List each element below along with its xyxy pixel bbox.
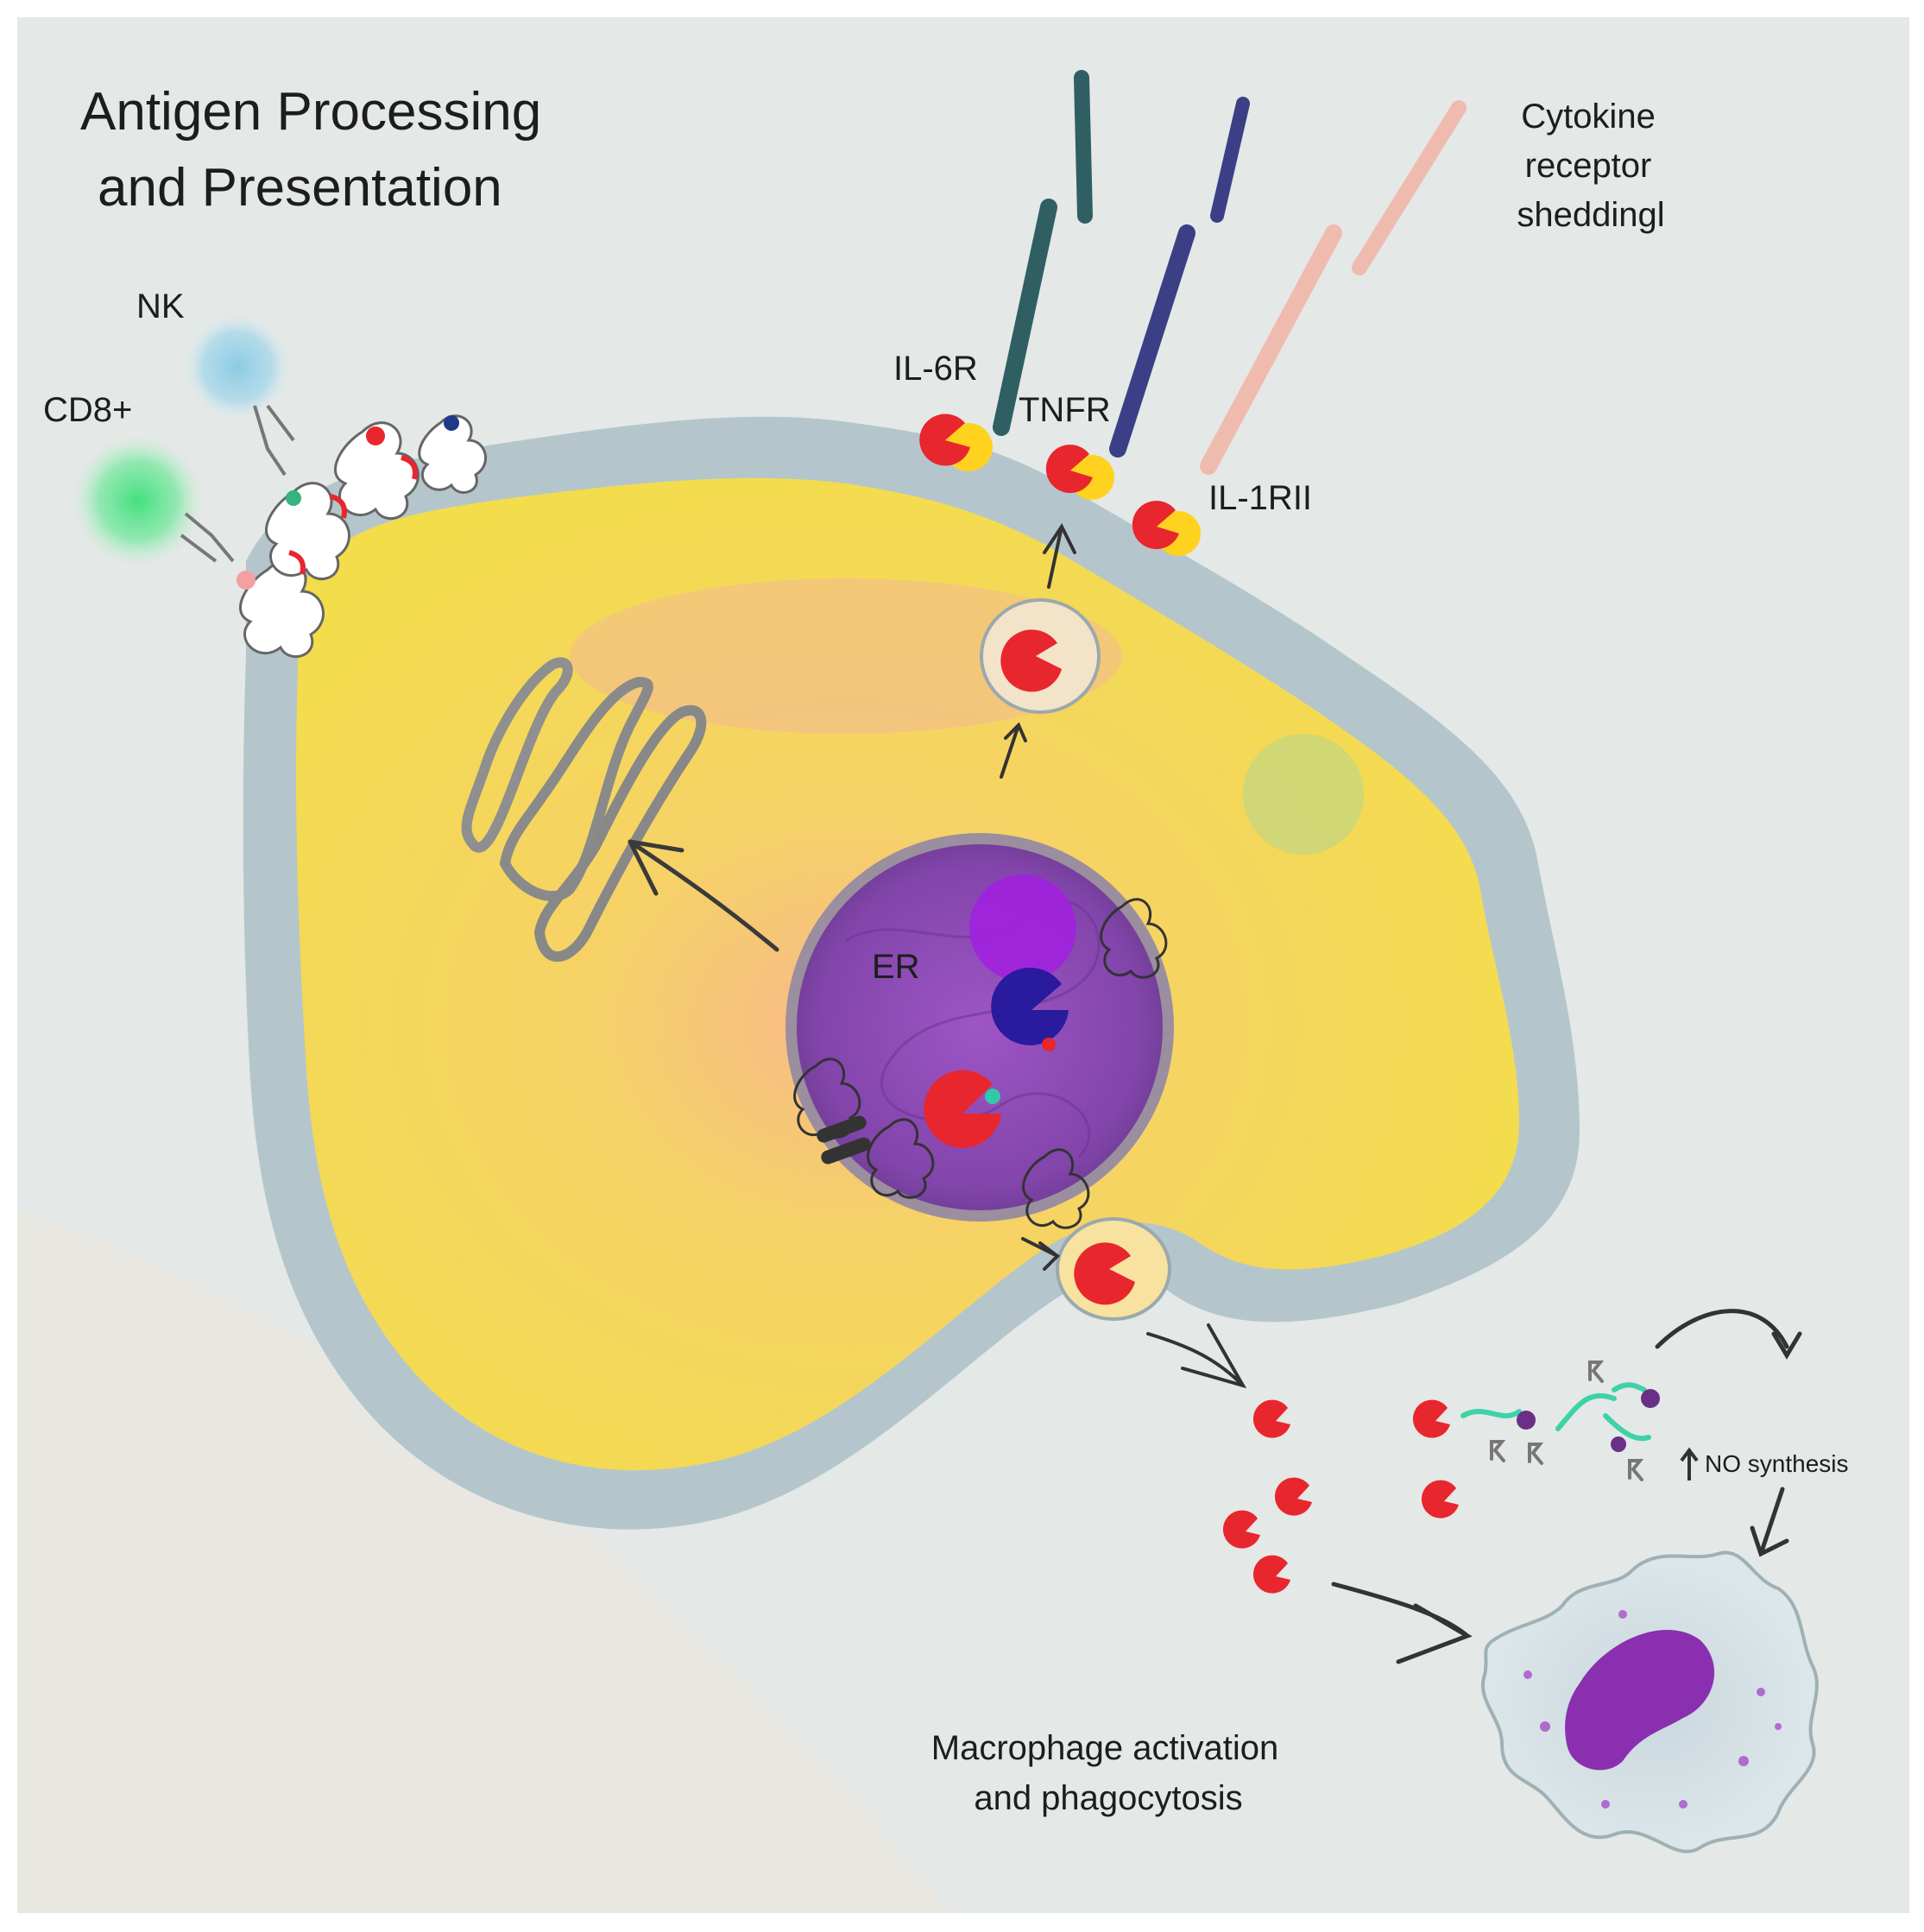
arrow-out-of-cell	[1146, 1323, 1247, 1389]
no-synthesis: NO synthesis	[1680, 1447, 1849, 1481]
il6r-fragment-2	[1074, 70, 1093, 224]
il1rii-receptor	[1132, 501, 1201, 556]
tcr-lines	[180, 404, 295, 563]
cytokine-chains	[1460, 1382, 1651, 1442]
mhc-red-accent-1	[401, 455, 418, 480]
red-dot	[1042, 1038, 1056, 1051]
curved-arrow	[1655, 1309, 1802, 1360]
il1rii-fragment-2	[1352, 100, 1467, 275]
peptide-blue	[444, 415, 459, 431]
tnfr-receptor	[1045, 445, 1114, 500]
paper-wash	[17, 1209, 949, 1913]
small-arrows	[1000, 523, 1247, 1389]
mhc-complex-2	[265, 482, 350, 581]
nk-cell	[184, 313, 291, 420]
pink-blush	[570, 578, 1122, 734]
mhc-complex-3	[334, 421, 419, 521]
nucleolus	[969, 874, 1076, 982]
shedding-line-3: sheddingl	[1517, 196, 1664, 234]
mhc-complex-4	[418, 414, 487, 494]
secreted-protein-2	[1274, 1477, 1312, 1516]
cyan-dot	[985, 1089, 1000, 1104]
vesicle-lower-protein	[1074, 1242, 1135, 1305]
peptide-red-1	[366, 426, 385, 445]
title-line-2: and Presentation	[98, 158, 502, 218]
membrane-receptors	[919, 414, 1201, 556]
il6r-label: IL-6R	[893, 350, 978, 388]
green-blush	[1243, 734, 1364, 855]
cd8-label: CD8+	[43, 391, 132, 429]
secreted-protein-6	[1421, 1480, 1459, 1518]
tnfr-fragment-1	[1109, 224, 1195, 458]
mhc-red-accent-3	[288, 550, 306, 575]
secreted-protein-3	[1222, 1510, 1260, 1549]
tap-channel-2	[821, 1137, 871, 1165]
labels: Antigen Processing and Presentation NK C…	[43, 82, 1665, 1817]
red-protein-nucleus	[924, 1070, 1001, 1148]
arrow-to-golgi	[628, 839, 779, 952]
macrophage-nucleus	[1565, 1630, 1715, 1771]
mhc-outline-1	[1100, 898, 1168, 979]
cytokine-dots	[1517, 1389, 1660, 1452]
golgi-apparatus	[461, 657, 707, 963]
peptide-green	[286, 490, 301, 506]
nucleus: ER	[785, 833, 1174, 1229]
macrophage-granules	[1523, 1610, 1782, 1809]
arrow-down-macrophage	[1750, 1487, 1789, 1557]
secreted-protein-1	[1252, 1399, 1290, 1438]
blue-protein	[991, 967, 1069, 1045]
vesicle-lower	[1056, 1217, 1171, 1321]
cd8-cell	[73, 436, 203, 565]
il6r-receptor	[919, 414, 993, 471]
shedding-line-2: receptor	[1525, 147, 1652, 185]
r-glyphs	[1490, 1361, 1644, 1481]
il1rii-fragment-1	[1200, 224, 1342, 475]
shed-fragments	[993, 70, 1467, 475]
mhc-complex-1	[239, 559, 325, 659]
immune-cells	[73, 313, 487, 659]
il6r-fragment-1	[993, 199, 1057, 436]
title-line-1: Antigen Processing	[80, 82, 541, 142]
secreted-protein-4	[1252, 1555, 1290, 1594]
er-label: ER	[872, 948, 920, 986]
no-synthesis-label: NO synthesis	[1705, 1450, 1849, 1477]
golgi-cisterna-1	[461, 657, 573, 853]
arrow-to-macrophage	[1331, 1582, 1473, 1664]
arrow-to-membrane	[1043, 523, 1076, 589]
arrow-to-vesicle-upper	[1000, 722, 1027, 779]
macrophage-line-2: and phagocytosis	[974, 1779, 1242, 1817]
macrophage-line-1: Macrophage activation	[931, 1729, 1278, 1767]
secreted-protein-5	[1412, 1399, 1450, 1438]
no-up-arrow	[1680, 1447, 1699, 1481]
mhc-outline-2	[1022, 1148, 1090, 1229]
arrow-to-vesicle-lower	[1021, 1237, 1061, 1271]
mhc-outline-4	[867, 1118, 935, 1199]
secreted-proteins	[1222, 1399, 1459, 1594]
tap-channel	[817, 1115, 867, 1143]
vesicle-upper	[980, 598, 1101, 714]
mhc-red-accent-2	[330, 494, 347, 519]
shedding-line-1: Cytokine	[1521, 98, 1656, 136]
vesicle-upper-protein	[1000, 629, 1062, 692]
tnfr-fragment-2	[1210, 97, 1250, 223]
macrophage	[1481, 1550, 1819, 1853]
macrophage-arrows	[1331, 1309, 1802, 1664]
peptide-pink	[237, 571, 255, 590]
mhc-complexes	[239, 414, 487, 659]
il1rii-label: IL-1RII	[1208, 479, 1312, 517]
golgi-cisterna-3	[533, 704, 707, 963]
nk-label: NK	[136, 287, 185, 325]
tnfr-label: TNFR	[1019, 391, 1111, 429]
